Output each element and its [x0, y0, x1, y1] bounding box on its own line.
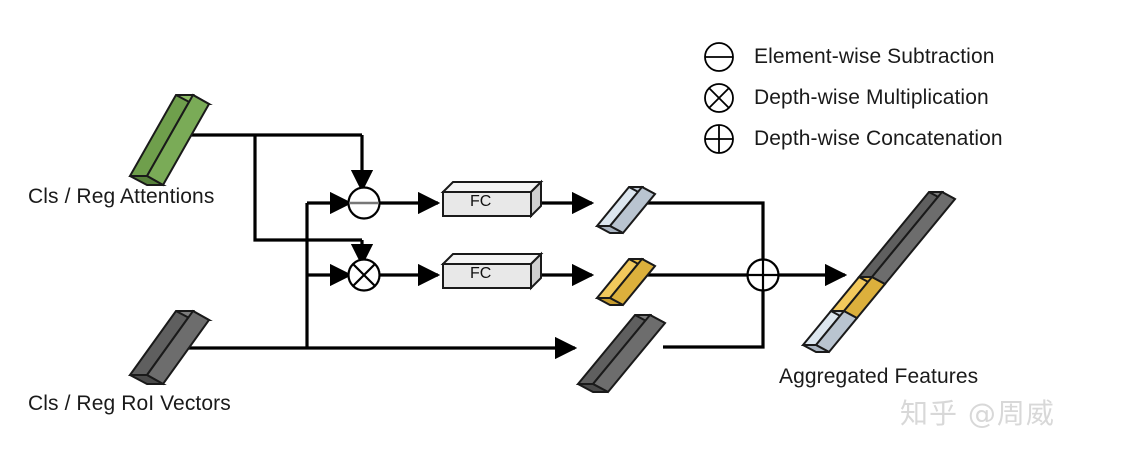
fc-top-sideface: [530, 179, 542, 219]
multiply-cross-glyph-b: [352, 263, 376, 287]
legend-item-multiplication-label: Depth-wise Multiplication: [754, 86, 989, 109]
attentions-bar-cap: [129, 175, 167, 186]
fc-block-top: [440, 179, 544, 219]
roi-vectors-label: Cls / Reg RoI Vectors: [28, 392, 231, 415]
fc-top-label: FC: [470, 193, 492, 210]
legend-times-glyph-b: [708, 87, 730, 109]
wire-attention-branch: [253, 135, 362, 242]
fc-bottom-sideface: [530, 251, 542, 291]
legend-glyphs: [704, 42, 734, 154]
wire-roi-bar-to-concat: [663, 290, 765, 349]
connector-wiring: [186, 133, 848, 360]
roi-feat-cap: [577, 383, 609, 393]
multiply-operator: [347, 258, 381, 292]
subtraction-feature-bar: [594, 185, 657, 235]
roi-feature-bar: [575, 313, 667, 394]
mul-bar-cap: [596, 297, 624, 306]
fc-top-topface: [440, 181, 544, 193]
roi-vectors-bar: [128, 309, 213, 386]
wire-sub-bar-to-concat: [645, 201, 765, 262]
sub-bar-cap: [596, 225, 624, 234]
aggregated-features-bar: [800, 190, 957, 354]
attentions-label: Cls / Reg Attentions: [28, 185, 215, 208]
legend-item-concatenation-label: Depth-wise Concatenation: [754, 127, 1003, 150]
roi-bar-cap: [129, 374, 167, 385]
fc-block-bottom: [440, 251, 544, 291]
watermark: 知乎 @周威: [900, 397, 1055, 430]
multiplication-feature-bar: [594, 257, 657, 307]
fc-bottom-label: FC: [470, 265, 492, 282]
attentions-bar: [128, 93, 213, 187]
aggregated-features-label: Aggregated Features: [779, 365, 979, 388]
agg-seg-roi-side: [870, 190, 957, 286]
subtract-operator: [347, 186, 381, 220]
concat-operator: [746, 258, 780, 292]
legend-item-subtraction-label: Element-wise Subtraction: [754, 45, 995, 68]
fc-bottom-topface: [440, 253, 544, 265]
agg-seg-sub-cap: [802, 344, 830, 353]
